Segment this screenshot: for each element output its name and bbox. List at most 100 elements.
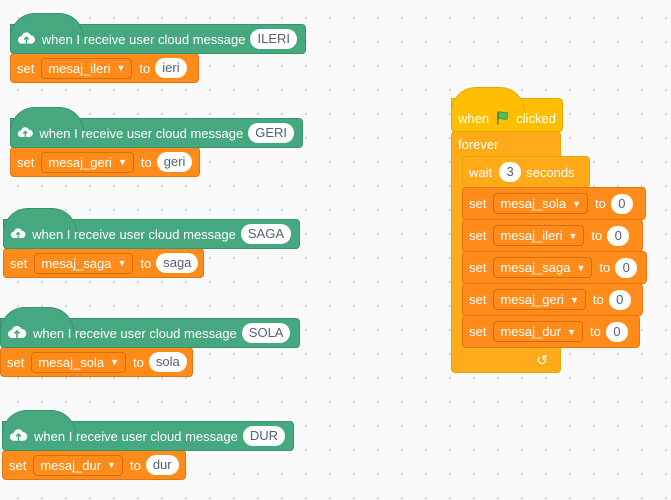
forever-footer: ↺: [452, 348, 560, 372]
to-label: to: [140, 255, 152, 271]
set-label: set: [469, 196, 487, 211]
green-flag-icon: [497, 111, 508, 125]
dropdown-arrow-icon: ▼: [117, 258, 127, 268]
to-label: to: [599, 260, 611, 275]
value-input[interactable]: dur: [145, 455, 179, 475]
dropdown-arrow-icon: ▼: [569, 294, 579, 305]
message-input[interactable]: SOLA: [241, 323, 291, 343]
variable-name: mesaj_geri: [500, 292, 564, 307]
set-variable-block[interactable]: set mesaj_saga▼ to 0: [462, 251, 647, 284]
cloud-message-hat-block[interactable]: when I receive user cloud message SAGA: [3, 208, 300, 249]
value-input[interactable]: saga: [156, 253, 199, 273]
dropdown-arrow-icon: ▼: [110, 357, 120, 367]
message-input[interactable]: ILERI: [250, 29, 297, 49]
set-label: set: [469, 228, 487, 243]
hat-label: when I receive user cloud message: [33, 325, 237, 341]
value-input[interactable]: sola: [148, 352, 187, 372]
variable-dropdown[interactable]: mesaj_geri ▼: [493, 289, 586, 310]
variable-dropdown[interactable]: mesaj_dur ▼: [33, 454, 123, 476]
to-label: to: [591, 228, 603, 243]
set-label: set: [9, 457, 27, 473]
set-variable-block[interactable]: set mesaj_ileri▼ to ieri: [10, 53, 199, 83]
variable-name: mesaj_dur: [40, 457, 102, 473]
dropdown-arrow-icon: ▼: [572, 198, 582, 209]
hat-label: when I receive user cloud message: [32, 226, 236, 242]
set-label: set: [17, 154, 35, 170]
cloud-upload-icon: [9, 429, 28, 441]
cloud-message-hat-block[interactable]: when I receive user cloud message GERI: [10, 107, 303, 148]
forever-block[interactable]: forever wait 3 seconds set mesaj_sola ▼ t…: [451, 131, 647, 373]
set-variable-block[interactable]: set mesaj_dur▼ to dur: [2, 450, 186, 480]
message-input[interactable]: DUR: [242, 426, 285, 446]
cloud-upload-icon: [17, 127, 33, 138]
cloud-script-sola[interactable]: when I receive user cloud message SOLA s…: [0, 307, 300, 377]
to-label: to: [589, 324, 601, 339]
cloud-upload-icon: [10, 228, 26, 239]
set-label: set: [10, 255, 28, 271]
clicked-label: clicked: [516, 110, 556, 126]
set-variable-block[interactable]: set mesaj_sola ▼ to 0: [462, 187, 646, 220]
to-label: to: [592, 292, 604, 307]
hat-label: when I receive user cloud message: [39, 125, 244, 141]
set-label: set: [469, 292, 487, 307]
value-input[interactable]: 0: [615, 257, 638, 278]
dropdown-arrow-icon: ▼: [567, 326, 576, 337]
cloud-message-hat-block[interactable]: when I receive user cloud message SOLA: [0, 307, 300, 348]
wait-label: wait: [469, 164, 493, 180]
to-label: to: [595, 196, 606, 211]
set-variable-block[interactable]: set mesaj_sola▼ to sola: [0, 347, 193, 377]
set-variable-block[interactable]: set mesaj_geri▼ to geri: [10, 147, 200, 177]
variable-dropdown[interactable]: mesaj_dur ▼: [493, 321, 583, 342]
seconds-label: seconds: [526, 164, 575, 180]
variable-dropdown[interactable]: mesaj_sola▼: [31, 351, 127, 373]
set-label: set: [469, 324, 487, 339]
cloud-upload-icon: [8, 325, 27, 338]
set-variable-block[interactable]: set mesaj_geri ▼ to 0: [462, 283, 643, 316]
value-input[interactable]: 0: [610, 193, 633, 214]
variable-dropdown[interactable]: mesaj_sola ▼: [493, 193, 589, 214]
variable-name: mesaj_ileri: [48, 60, 111, 76]
set-variable-block[interactable]: set mesaj_saga ▼ to saga: [3, 248, 204, 278]
when-flag-clicked-hat-block[interactable]: when clicked: [451, 87, 563, 132]
green-flag-script[interactable]: when clicked forever wait 3 seconds set …: [451, 87, 647, 373]
forever-header: forever: [452, 132, 560, 156]
variable-dropdown[interactable]: mesaj_ileri ▼: [41, 57, 133, 79]
cloud-script-saga[interactable]: when I receive user cloud message SAGA s…: [3, 208, 300, 278]
to-label: to: [140, 154, 152, 170]
cloud-script-ileri[interactable]: when I receive user cloud message ILERI …: [10, 13, 306, 83]
set-variable-block[interactable]: set mesaj_ileri▼ to 0: [462, 219, 643, 252]
variable-name: mesaj_geri: [48, 154, 112, 170]
cloud-script-dur[interactable]: when I receive user cloud message DUR se…: [2, 410, 294, 480]
variable-name: mesaj_saga: [500, 260, 571, 275]
wait-block[interactable]: wait 3 seconds: [462, 156, 590, 188]
to-label: to: [133, 354, 144, 370]
variable-name: mesaj_saga: [41, 255, 112, 271]
hat-label: when I receive user cloud message: [41, 31, 246, 47]
value-input[interactable]: 0: [608, 289, 631, 310]
variable-name: mesaj_dur: [500, 324, 562, 339]
dropdown-arrow-icon: ▼: [107, 460, 116, 470]
forever-label: forever: [458, 136, 499, 152]
dropdown-arrow-icon: ▼: [116, 63, 126, 73]
hat-label: when I receive user cloud message: [34, 428, 238, 444]
variable-name: mesaj_sola: [500, 196, 567, 211]
set-variable-block[interactable]: set mesaj_dur ▼ to 0: [462, 315, 640, 348]
value-input[interactable]: ieri: [155, 58, 187, 78]
value-input[interactable]: 0: [607, 225, 630, 246]
variable-dropdown[interactable]: mesaj_ileri▼: [493, 225, 585, 246]
cloud-upload-icon: [17, 32, 36, 44]
value-input[interactable]: geri: [156, 152, 193, 172]
wait-seconds-input[interactable]: 3: [499, 162, 522, 182]
message-input[interactable]: GERI: [248, 123, 294, 143]
cloud-message-hat-block[interactable]: when I receive user cloud message ILERI: [10, 13, 306, 54]
message-input[interactable]: SAGA: [240, 224, 291, 244]
to-label: to: [139, 60, 151, 76]
cloud-script-geri[interactable]: when I receive user cloud message GERI s…: [10, 107, 303, 177]
variable-dropdown[interactable]: mesaj_saga ▼: [34, 252, 134, 274]
when-label: when: [458, 110, 490, 126]
value-input[interactable]: 0: [605, 321, 628, 342]
variable-dropdown[interactable]: mesaj_geri▼: [41, 151, 134, 173]
variable-dropdown[interactable]: mesaj_saga ▼: [493, 257, 593, 278]
dropdown-arrow-icon: ▼: [576, 262, 586, 273]
cloud-message-hat-block[interactable]: when I receive user cloud message DUR: [2, 410, 294, 451]
